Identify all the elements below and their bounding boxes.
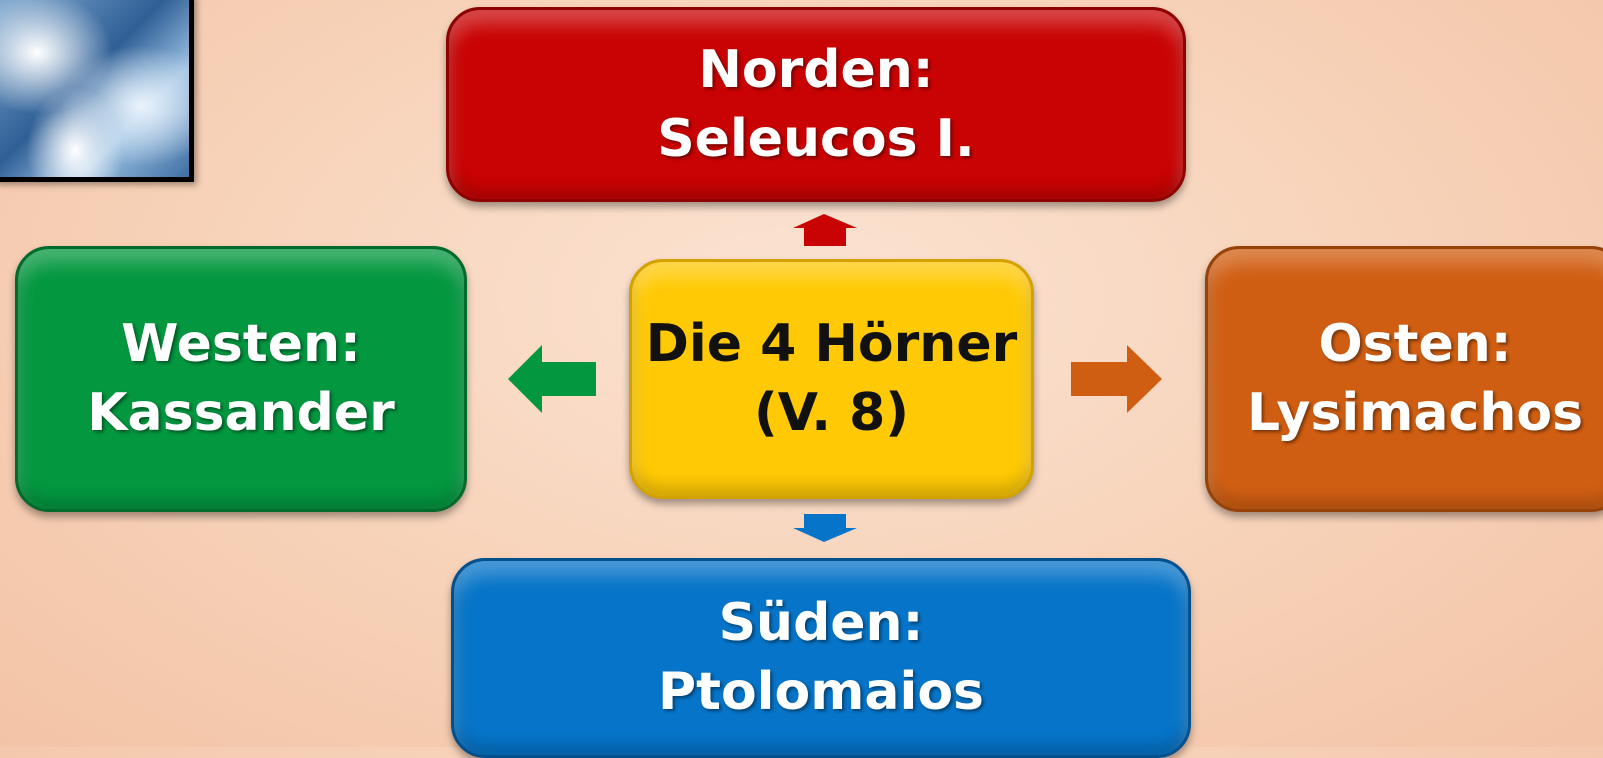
arrow-down-icon — [793, 514, 857, 542]
node-north-direction: Norden: — [698, 39, 934, 100]
node-center-reference: (V. 8) — [753, 383, 910, 443]
node-south: Süden: Ptolomaios — [451, 558, 1191, 758]
node-north: Norden: Seleucos I. — [446, 7, 1186, 202]
arrow-up-icon — [793, 214, 857, 246]
node-east-ruler: Lysimachos — [1246, 383, 1584, 443]
node-south-direction: Süden: — [718, 593, 924, 654]
arrow-left-icon — [508, 345, 596, 413]
corner-image-thumbnail — [0, 0, 194, 182]
node-center: Die 4 Hörner (V. 8) — [629, 259, 1034, 499]
node-west: Westen: Kassander — [15, 246, 467, 512]
node-south-ruler: Ptolomaios — [657, 662, 984, 722]
node-west-ruler: Kassander — [87, 383, 395, 443]
arrow-right-icon — [1071, 345, 1162, 413]
node-west-direction: Westen: — [121, 314, 361, 375]
node-east-direction: Osten: — [1318, 314, 1512, 375]
node-center-title: Die 4 Hörner — [645, 314, 1018, 375]
node-north-ruler: Seleucos I. — [657, 108, 975, 169]
node-east: Osten: Lysimachos — [1205, 246, 1603, 512]
